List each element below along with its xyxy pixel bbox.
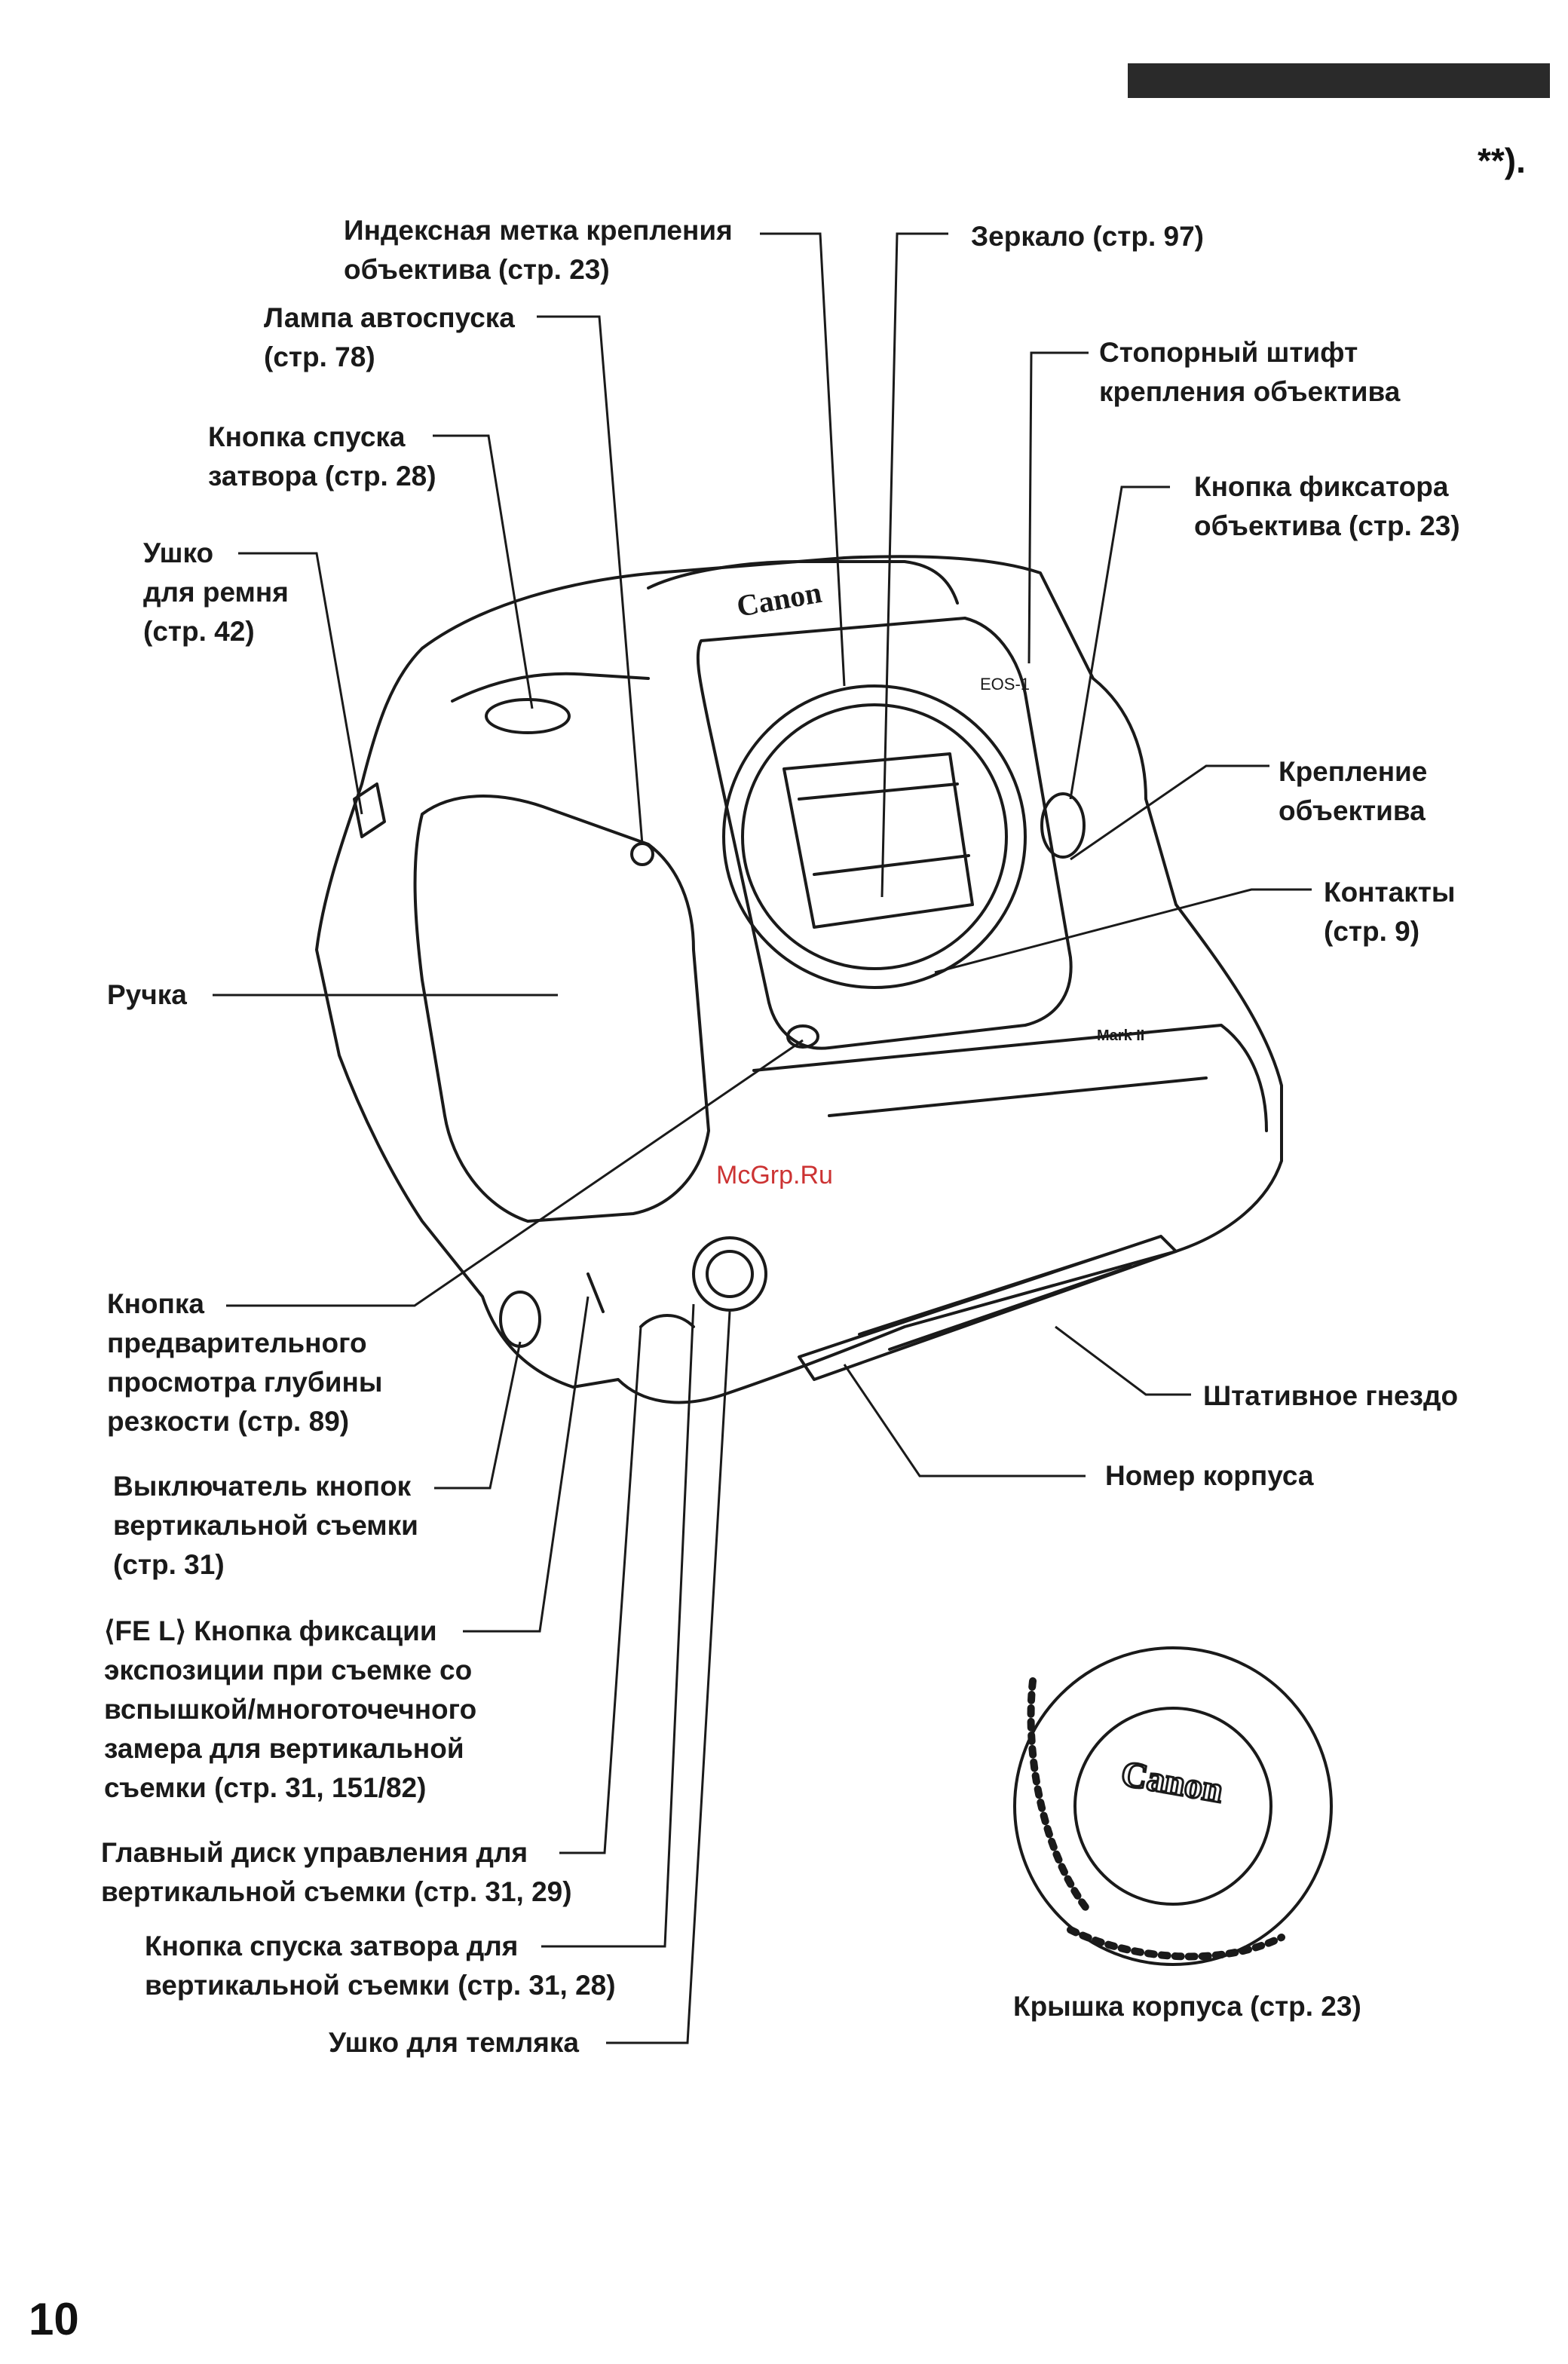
label-hand-strap: Ушко для темляка [329,2023,579,2062]
label-line: Кнопка фиксатора [1194,471,1449,502]
label-lens-release: Кнопка фиксатора объектива (стр. 23) [1194,467,1460,546]
label-line: (стр. 9) [1324,916,1420,947]
label-line: крепления объектива [1099,376,1401,407]
camera-body-outline [315,555,1283,1404]
label-line: Индексная метка крепления [344,215,733,246]
label-grip: Ручка [107,975,187,1015]
label-index-mark: Индексная метка крепления объектива (стр… [344,211,733,289]
label-line: (стр. 78) [264,341,375,372]
label-vertical-switch: Выключатель кнопок вертикальной съемки (… [113,1467,418,1585]
label-line: Главный диск управления для [101,1837,528,1868]
label-line: резкости (стр. 89) [107,1406,350,1437]
section-header-bar [1128,63,1550,98]
label-line: Выключатель кнопок [113,1471,412,1502]
label-line: Номер корпуса [1105,1460,1314,1491]
label-shutter-button: Кнопка спуска затвора (стр. 28) [208,418,436,496]
label-line: Ушко для темляка [329,2027,579,2058]
label-line: объектива [1279,795,1426,826]
camera-badge-text: Mark II [1097,1027,1144,1044]
vertical-shutter-button [692,1236,767,1312]
label-fel-button: ⟨FE L⟩ Кнопка фиксации экспозиции при съ… [104,1612,476,1808]
camera-brand-text: Canon [734,575,824,623]
label-line: Контакты [1324,877,1456,908]
label-line: вертикальной съемки [113,1510,418,1541]
label-mirror: Зеркало (стр. 97) [971,217,1204,256]
label-line: Ушко [143,537,214,568]
label-line: Крепление [1279,756,1428,787]
label-line: (стр. 42) [143,616,255,647]
label-tripod-socket: Штативное гнездо [1203,1376,1458,1416]
label-line: вспышкой/многоточечного [104,1694,477,1725]
label-line: объектива (стр. 23) [1194,510,1460,541]
label-shutter-vertical: Кнопка спуска затвора для вертикальной с… [145,1927,616,2005]
label-line: Штативное гнездо [1203,1380,1459,1411]
label-line: Стопорный штифт [1099,337,1358,368]
label-line: экспозиции при съемке со [104,1655,473,1686]
label-line: вертикальной съемки (стр. 31, 28) [145,1970,616,2001]
label-line: Кнопка [107,1288,204,1319]
label-line: съемки (стр. 31, 151/82) [104,1772,427,1803]
label-line: предварительного [107,1327,367,1358]
label-line: затвора (стр. 28) [208,461,436,491]
label-contacts: Контакты (стр. 9) [1324,873,1455,951]
label-line: ⟨FE L⟩ Кнопка фиксации [104,1615,437,1646]
lens-mount-ring-inner [741,703,1008,970]
body-cap-inner [1073,1707,1272,1906]
label-lock-pin: Стопорный штифт крепления объектива [1099,333,1400,412]
label-line: Зеркало (стр. 97) [971,221,1205,252]
label-body-cap: Крышка корпуса (стр. 23) [1013,1987,1361,2026]
body-cap-outer [1013,1646,1333,1966]
lens-mount-ring-outer [722,684,1027,989]
camera-model-text: EOS-1 [980,675,1030,694]
label-line: (стр. 31) [113,1549,225,1580]
label-lens-mount: Крепление объектива [1279,752,1427,831]
label-line: Крышка корпуса (стр. 23) [1013,1991,1361,2022]
label-line: Кнопка спуска затвора для [145,1931,519,1961]
label-line: Лампа автоспуска [264,302,515,333]
label-dof-preview: Кнопка предварительного просмотра глубин… [107,1285,382,1441]
label-main-dial-vertical: Главный диск управления для вертикальной… [101,1833,572,1912]
label-line: объектива (стр. 23) [344,254,610,285]
label-line: Ручка [107,979,187,1010]
grip-outline [413,795,710,1223]
footnote-marker: **). [1478,141,1526,180]
label-self-timer-lamp: Лампа автоспуска (стр. 78) [264,299,515,377]
label-line: замера для вертикальной [104,1733,464,1764]
body-cap-brand-text: Canon [1118,1753,1226,1811]
watermark: McGrp.Ru [716,1161,833,1190]
label-strap-mount: Ушко для ремня (стр. 42) [143,534,289,651]
label-line: Кнопка спуска [208,421,406,452]
shutter-button-shape [485,698,571,734]
label-line: для ремня [143,577,289,608]
label-line: просмотра глубины [107,1367,383,1398]
label-serial-number: Номер корпуса [1105,1456,1314,1496]
page-number: 10 [29,2294,79,2344]
label-line: вертикальной съемки (стр. 31, 29) [101,1876,572,1907]
